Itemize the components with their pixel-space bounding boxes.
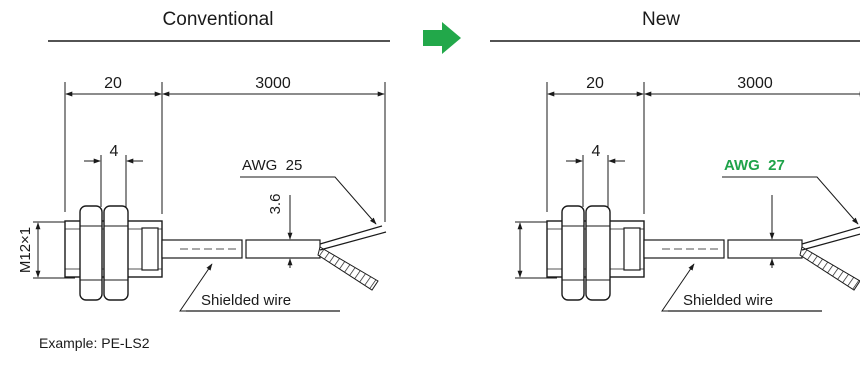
awg-leader-line [722, 176, 859, 225]
cable-section-far [727, 239, 803, 259]
cable-section-near [643, 239, 725, 259]
dim-label-nut-width: 4 [110, 143, 119, 160]
heading-new: New [642, 9, 680, 30]
sensor-rear-collar [623, 227, 641, 271]
shield-braid [799, 246, 860, 291]
hex-nut-left [561, 205, 585, 301]
hex-nut-right [103, 205, 129, 301]
awg-leader-line [240, 176, 377, 225]
cable-section-far [245, 239, 321, 259]
dim-label-body-length: 20 [104, 75, 122, 92]
hex-nut-right [585, 205, 611, 301]
heading-conventional: Conventional [163, 9, 274, 30]
dim-label-cable-length: 3000 [255, 75, 291, 92]
dim-label-body-length: 20 [586, 75, 604, 92]
shielded-wire-label: Shielded wire [201, 292, 291, 309]
awg-label: AWG 27 [724, 157, 785, 174]
conductor-lower [319, 231, 387, 251]
dim-label-cable-length: 3000 [737, 75, 773, 92]
right-arrow-icon [423, 22, 461, 54]
cable-section-near [161, 239, 243, 259]
footnote-example: Example: PE-LS2 [39, 335, 150, 351]
shield-leader-line [179, 263, 213, 312]
thread-size-label: M12×1 [17, 227, 34, 273]
dim-label-nut-width: 4 [592, 143, 601, 160]
conductor-lower [801, 233, 860, 251]
conductor-upper [801, 226, 860, 245]
cable-diameter-label: 3.6 [267, 194, 284, 215]
awg-label: AWG 25 [242, 157, 302, 174]
shield-leader-line [661, 263, 695, 312]
conductor-upper [319, 225, 383, 245]
sensor-rear-collar [141, 227, 159, 271]
shield-braid [317, 246, 379, 291]
shielded-wire-label: Shielded wire [683, 292, 773, 309]
hex-nut-left [79, 205, 103, 301]
